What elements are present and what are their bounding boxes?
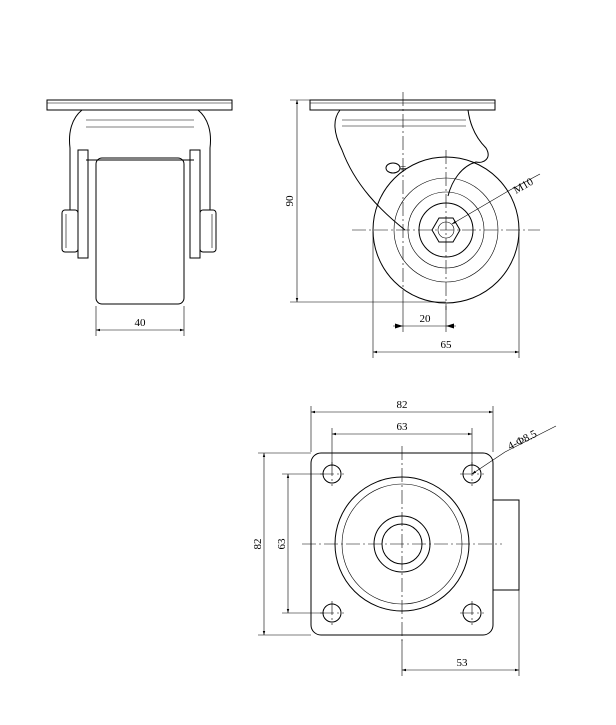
front-fork-right (189, 149, 201, 259)
dim-plate-hole-spacing-y: 63 (276, 538, 288, 550)
dim-side-height: 90 (284, 195, 296, 207)
front-axle-cap-left (61, 209, 79, 253)
dim-plate-swivel-radius: 53 (457, 657, 469, 669)
side-housing-front (334, 109, 406, 231)
dim-plate-hole-spacing-x: 63 (397, 421, 409, 433)
front-swivel-body (69, 109, 211, 210)
side-top-plate (309, 99, 496, 111)
side-axle-nut (431, 217, 461, 243)
dim-plate-outer-width: 82 (397, 399, 408, 411)
front-view: 40 (46, 99, 233, 336)
dim-front-width: 40 (135, 317, 147, 329)
plate-view: 82 63 82 63 53 4-Φ8.5 (252, 399, 557, 676)
front-fork-left (77, 149, 89, 259)
hole-callout: 4-Φ8.5 (506, 428, 539, 453)
dim-plate-outer-height: 82 (252, 539, 264, 550)
front-top-plate (46, 99, 233, 111)
dim-side-offset: 20 (420, 313, 432, 325)
side-housing-rear (447, 109, 489, 197)
front-axle-cap-right (199, 209, 217, 253)
brake-tab (493, 499, 520, 591)
side-view: ≡ M10 90 20 65 (284, 92, 541, 358)
thread-label: M10 (512, 176, 536, 197)
dim-side-overall: 65 (441, 339, 453, 351)
front-wheel (95, 157, 185, 305)
